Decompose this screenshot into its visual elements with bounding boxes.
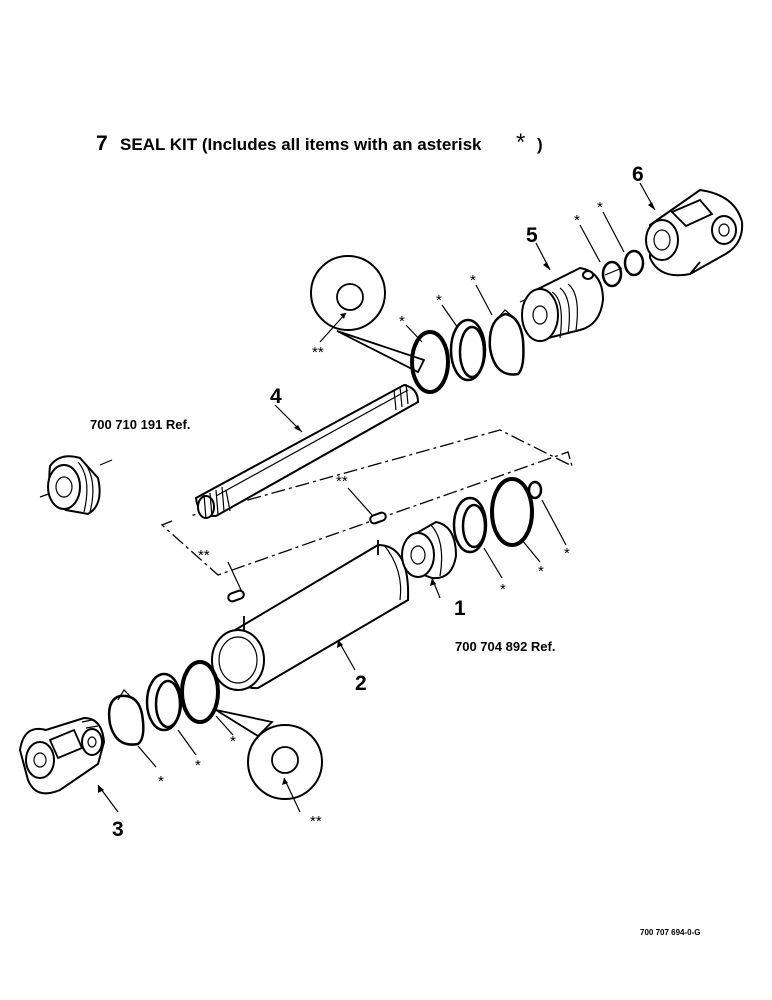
asterisk-mark: * <box>158 773 164 790</box>
title-text: SEAL KIT (Includes all items with an ast… <box>120 135 482 154</box>
seal-kit-title: 7 SEAL KIT (Includes all items with an a… <box>96 129 543 156</box>
asterisk-marks: * * * * * ** ** ** * * * * * * ** <box>158 199 603 830</box>
title-number: 7 <box>96 132 108 155</box>
ref-label-piston: 700 710 191 Ref. <box>90 417 190 432</box>
callout-3: 3 <box>112 818 124 841</box>
title-close: ) <box>537 135 543 154</box>
callout-numbers: 6 5 4 1 2 3 <box>112 163 644 841</box>
leader-lines <box>97 182 656 813</box>
callout-6: 6 <box>632 163 644 186</box>
callout-5: 5 <box>526 224 538 247</box>
callout-2: 2 <box>355 672 367 695</box>
callout-1: 1 <box>454 597 466 620</box>
cap-seal-rings <box>107 660 220 746</box>
part-3-cap-clevis <box>18 716 106 795</box>
part-2-barrel <box>211 540 410 691</box>
asterisk-mark: * <box>230 733 236 750</box>
piston-seal-rings <box>452 477 543 554</box>
part-5-gland <box>521 266 605 342</box>
rod-wiper-rings <box>601 249 645 288</box>
asterisk-mark: * <box>399 313 405 330</box>
part-6-rod-clevis <box>645 188 744 277</box>
double-asterisk-mark: ** <box>312 344 324 361</box>
drawing-number: 700 707 694-0-G <box>640 928 701 937</box>
callout-4: 4 <box>270 385 282 408</box>
title-asterisk: * <box>516 129 525 156</box>
part-1-piston <box>401 520 458 580</box>
bottom-detail-magnifier <box>215 709 323 813</box>
asterisk-mark: * <box>436 292 442 309</box>
asterisk-mark: * <box>597 199 603 216</box>
asterisk-mark: * <box>500 581 506 598</box>
asterisk-mark: * <box>538 563 544 580</box>
asterisk-mark: * <box>574 212 580 229</box>
ref-label-piston-assembly: 700 704 892 Ref. <box>455 639 555 654</box>
double-asterisk-mark: ** <box>198 547 210 564</box>
reference-labels: 700 710 191 Ref. 700 704 892 Ref. <box>90 417 555 654</box>
asterisk-mark: * <box>470 272 476 289</box>
part-4-piston-rod <box>194 383 420 520</box>
asterisk-mark: * <box>195 757 201 774</box>
double-asterisk-mark: ** <box>310 813 322 830</box>
top-detail-magnifier <box>310 255 426 374</box>
reference-piston-left <box>47 455 101 516</box>
double-asterisk-mark: ** <box>336 473 348 490</box>
barrel-pins <box>227 511 387 603</box>
asterisk-mark: * <box>564 545 570 562</box>
gland-seal-rings <box>410 309 525 394</box>
